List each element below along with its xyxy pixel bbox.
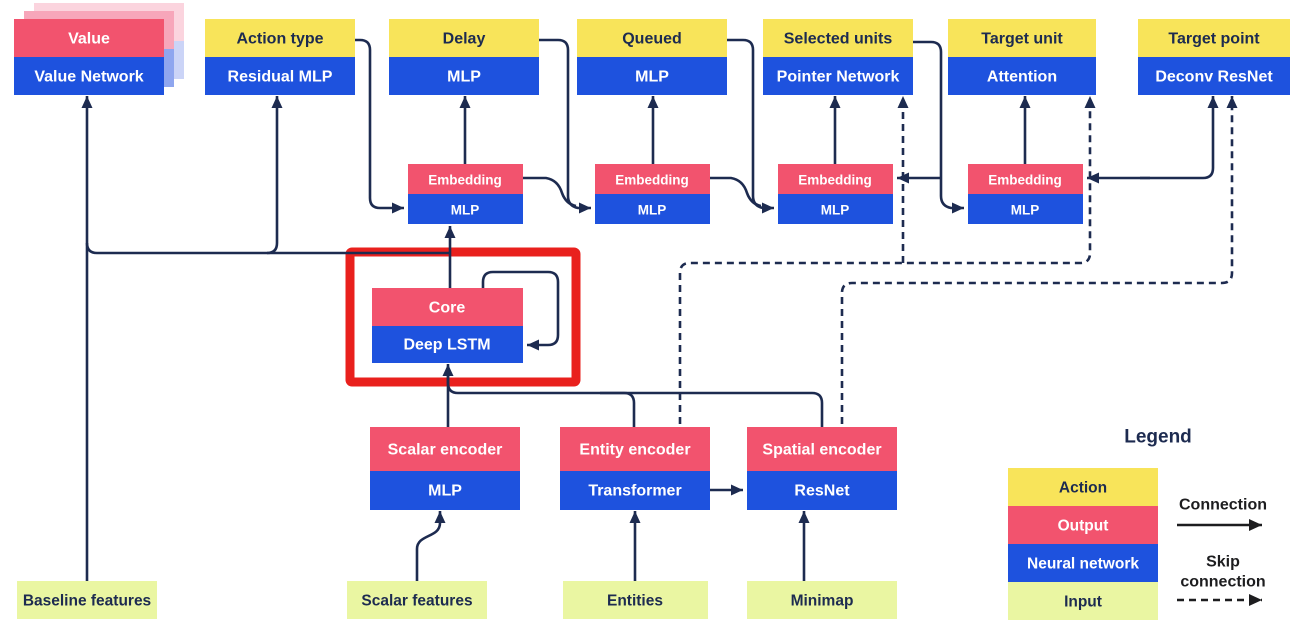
queued-mlp-label: MLP [635, 69, 669, 86]
head-queued: Queued MLP [577, 19, 727, 95]
deep-lstm-label: Deep LSTM [403, 337, 490, 354]
conn-queued-to-embedding3 [727, 38, 774, 214]
delay-mlp-label: MLP [447, 69, 481, 86]
entity-encoder-label: Entity encoder [579, 442, 690, 459]
skip-spatial-to-deconv [840, 96, 1238, 424]
input-entities: Entities [563, 581, 708, 619]
legend-neural-label: Neural network [1027, 556, 1139, 573]
embedding-4: Embedding MLP [968, 164, 1083, 224]
input-minimap: Minimap [747, 581, 897, 619]
head-delay: Delay MLP [389, 19, 539, 95]
core-block: Core Deep LSTM [372, 288, 523, 363]
value-label: Value [68, 31, 110, 48]
encoder-scalar: Scalar encoder MLP [370, 427, 520, 510]
conn-bus-to-residual-mlp [266, 96, 283, 255]
spatial-encoder-label: Spatial encoder [762, 442, 881, 459]
scalar-mlp-label: MLP [428, 483, 462, 500]
pointer-network-label: Pointer Network [777, 69, 900, 86]
conn-core-output-bus [85, 242, 450, 255]
legend-skip-label-line1: Skip [1206, 554, 1240, 571]
core-label: Core [429, 300, 466, 317]
action-type-label: Action type [236, 31, 323, 48]
core-highlight-box [345, 247, 581, 387]
legend-output-label: Output [1058, 518, 1109, 535]
queued-label: Queued [622, 31, 682, 48]
encoder-spatial: Spatial encoder ResNet [747, 427, 897, 510]
embedding2-mlp-label: MLP [638, 203, 667, 218]
value-network-box [14, 57, 164, 95]
head-value: Value Value Network [14, 3, 184, 95]
conn-core-recurrent-loop [481, 270, 560, 351]
transformer-label: Transformer [588, 483, 681, 500]
input-scalar-features: Scalar features [347, 581, 487, 619]
embedding1-label: Embedding [428, 173, 502, 188]
value-output-box [14, 19, 164, 57]
conn-delay-to-embedding2 [539, 38, 591, 214]
baseline-features-label: Baseline features [23, 593, 151, 610]
target-point-label: Target point [1168, 31, 1260, 48]
conn-embedding4-to-deconv [1140, 96, 1219, 180]
legend-skip-label-line2: connection [1180, 574, 1265, 591]
legend: Legend Action Output Neural network Inpu… [1008, 427, 1267, 620]
legend-action-swatch [1008, 468, 1158, 506]
legend-neural-swatch [1008, 544, 1158, 582]
head-target-point: Target point Deconv ResNet [1138, 19, 1290, 95]
residual-mlp-label: Residual MLP [228, 69, 333, 86]
conn-selectedunits-to-embedding4 [912, 40, 964, 214]
head-target-unit: Target unit Attention [948, 19, 1096, 95]
scalar-encoder-label: Scalar encoder [388, 442, 503, 459]
skip-entity-to-attention [678, 96, 1096, 424]
attention-label: Attention [987, 69, 1057, 86]
selected-units-label: Selected units [784, 31, 893, 48]
legend-title: Legend [1124, 427, 1192, 448]
legend-action-label: Action [1059, 480, 1107, 497]
embedding4-label: Embedding [988, 173, 1062, 188]
target-unit-label: Target unit [981, 31, 1063, 48]
encoder-entity: Entity encoder Transformer [560, 427, 710, 510]
value-network-label: Value Network [34, 69, 143, 86]
scalar-features-label: Scalar features [361, 593, 472, 610]
legend-connection-label: Connection [1179, 497, 1267, 514]
embedding1-mlp-label: MLP [451, 203, 480, 218]
conn-scalarfeatures-to-encoder [415, 511, 446, 581]
legend-input-swatch [1008, 582, 1158, 620]
delay-label: Delay [443, 31, 486, 48]
embedding-3: Embedding MLP [778, 164, 893, 224]
embedding-2: Embedding MLP [595, 164, 710, 224]
deconv-resnet-label: Deconv ResNet [1155, 69, 1273, 86]
head-selected-units: Selected units Pointer Network [763, 19, 913, 95]
legend-output-swatch [1008, 506, 1158, 544]
conn-entity-encoder-bus [600, 391, 636, 427]
embedding3-mlp-label: MLP [821, 203, 850, 218]
entities-label: Entities [607, 593, 663, 610]
legend-input-label: Input [1064, 594, 1102, 611]
minimap-label: Minimap [791, 593, 854, 610]
embedding4-mlp-label: MLP [1011, 203, 1040, 218]
resnet-label: ResNet [794, 483, 850, 500]
conn-actiontype-to-embedding1 [355, 38, 404, 214]
head-action-type: Action type Residual MLP [205, 19, 355, 95]
embedding2-label: Embedding [615, 173, 689, 188]
embedding3-label: Embedding [798, 173, 872, 188]
embedding-1: Embedding MLP [408, 164, 523, 224]
input-baseline-features: Baseline features [17, 581, 157, 619]
